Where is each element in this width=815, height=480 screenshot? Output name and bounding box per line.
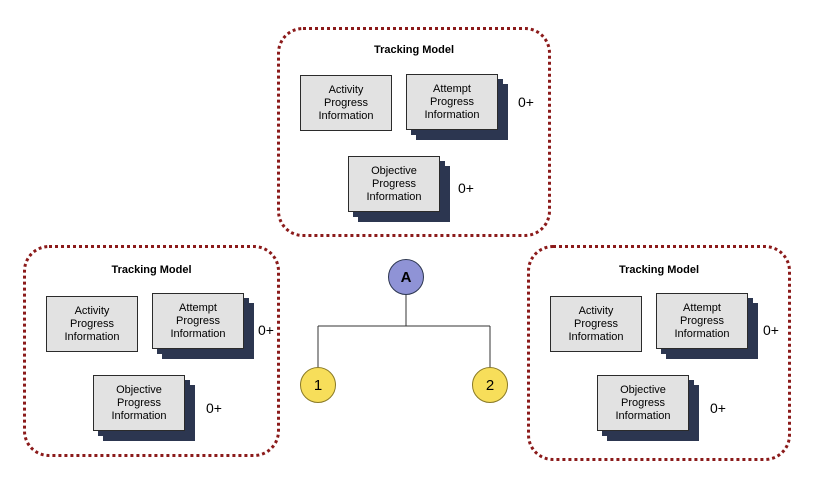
objective-multiplicity: 0+ — [206, 400, 222, 416]
activity-node-root: A — [388, 259, 424, 295]
model-title: Tracking Model — [373, 44, 455, 56]
tracking-model-right: Tracking Model Activity Progress Informa… — [527, 245, 791, 461]
objective-multiplicity: 0+ — [710, 400, 726, 416]
activity-node-left: 1 — [300, 367, 336, 403]
attempt-progress-label: Attempt Progress Information — [674, 301, 730, 340]
activity-progress-box: Activity Progress Information — [300, 75, 392, 131]
attempt-progress-box: Attempt Progress Information — [406, 74, 498, 130]
model-title: Tracking Model — [111, 264, 192, 276]
model-title: Tracking Model — [618, 264, 700, 276]
objective-progress-box: Objective Progress Information — [93, 375, 185, 431]
attempt-progress-label: Attempt Progress Information — [170, 301, 226, 340]
attempt-multiplicity: 0+ — [763, 322, 779, 338]
attempt-progress-box: Attempt Progress Information — [152, 293, 244, 349]
objective-progress-box: Objective Progress Information — [348, 156, 440, 212]
objective-progress-box: Objective Progress Information — [597, 375, 689, 431]
activity-progress-label: Activity Progress Information — [318, 83, 374, 122]
attempt-progress-label: Attempt Progress Information — [424, 82, 480, 121]
attempt-multiplicity: 0+ — [518, 94, 534, 110]
attempt-progress-box: Attempt Progress Information — [656, 293, 748, 349]
tracking-model-left: Tracking Model Activity Progress Informa… — [23, 245, 280, 457]
activity-progress-box: Activity Progress Information — [46, 296, 138, 352]
tracking-model-top: Tracking Model Activity Progress Informa… — [277, 27, 551, 237]
attempt-multiplicity: 0+ — [258, 322, 274, 338]
objective-progress-label: Objective Progress Information — [111, 383, 167, 422]
activity-progress-label: Activity Progress Information — [64, 304, 120, 343]
objective-progress-label: Objective Progress Information — [615, 383, 671, 422]
activity-progress-label: Activity Progress Information — [568, 304, 624, 343]
objective-multiplicity: 0+ — [458, 180, 474, 196]
objective-progress-label: Objective Progress Information — [366, 164, 422, 203]
activity-progress-box: Activity Progress Information — [550, 296, 642, 352]
activity-node-right: 2 — [472, 367, 508, 403]
